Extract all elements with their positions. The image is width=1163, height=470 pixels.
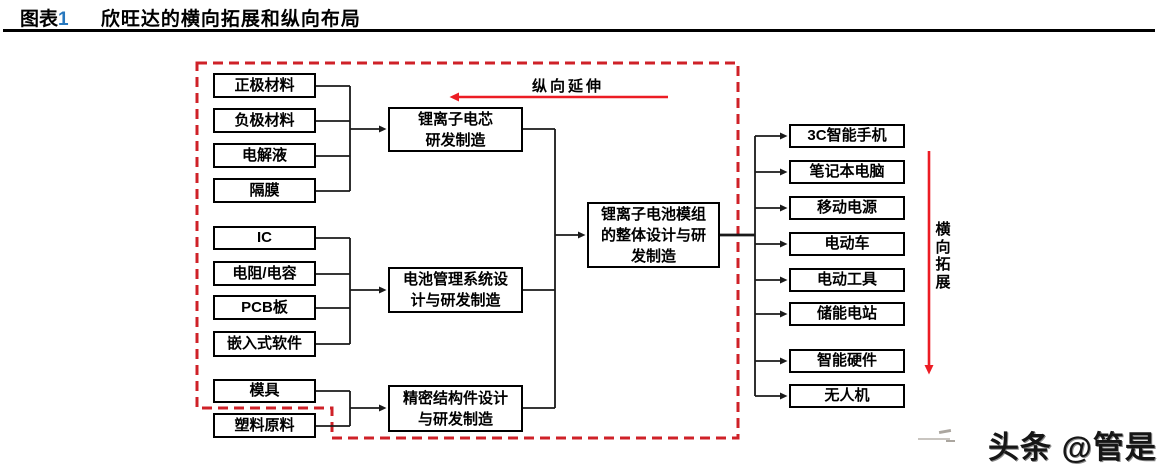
figure-label: 图表1 bbox=[20, 9, 69, 30]
node-electric-vehicle: 电动车 bbox=[789, 232, 905, 256]
node-pcb-board: PCB板 bbox=[213, 295, 316, 320]
node-electrolyte: 电解液 bbox=[213, 143, 316, 168]
node-mold: 模具 bbox=[213, 379, 316, 403]
artifact-dash bbox=[918, 438, 950, 440]
figure-title: 图表1 欣旺达的横向拓展和纵向布局 bbox=[20, 4, 361, 31]
node-drone: 无人机 bbox=[789, 384, 905, 408]
figure-number: 1 bbox=[58, 9, 69, 30]
node-resistor-capacitor: 电阻/电容 bbox=[213, 261, 316, 286]
node-smart-hardware: 智能硬件 bbox=[789, 349, 905, 373]
red-dashed-boundary bbox=[195, 61, 740, 440]
artifact-dash bbox=[946, 440, 955, 442]
node-bms-rd: 电池管理系统设 计与研发制造 bbox=[388, 267, 523, 313]
node-anode-material: 负极材料 bbox=[213, 108, 316, 133]
node-cell-rd: 锂离子电芯 研发制造 bbox=[388, 107, 523, 152]
node-plastic-material: 塑料原料 bbox=[213, 413, 316, 438]
node-energy-storage: 储能电站 bbox=[789, 302, 905, 326]
node-laptop: 笔记本电脑 bbox=[789, 160, 905, 184]
node-embedded-software: 嵌入式软件 bbox=[213, 331, 316, 357]
node-module-rd: 锂离子电池模组 的整体设计与研 发制造 bbox=[587, 202, 720, 268]
node-power-tool: 电动工具 bbox=[789, 268, 905, 292]
node-smartphone-3c: 3C智能手机 bbox=[789, 124, 905, 148]
node-structural-rd: 精密结构件设计 与研发制造 bbox=[388, 385, 523, 432]
figure-title-text: 欣旺达的横向拓展和纵向布局 bbox=[100, 9, 361, 30]
title-underline bbox=[3, 29, 1155, 32]
horizontal-expansion-label: 横向拓展 bbox=[935, 221, 951, 291]
node-separator: 隔膜 bbox=[213, 178, 316, 203]
watermark-toutiao: 头条 @管是 bbox=[988, 430, 1157, 465]
node-cathode-material: 正极材料 bbox=[213, 73, 316, 98]
node-ic: IC bbox=[213, 226, 316, 250]
vertical-extension-label: 纵向延伸 bbox=[531, 78, 604, 95]
node-power-bank: 移动电源 bbox=[789, 196, 905, 220]
